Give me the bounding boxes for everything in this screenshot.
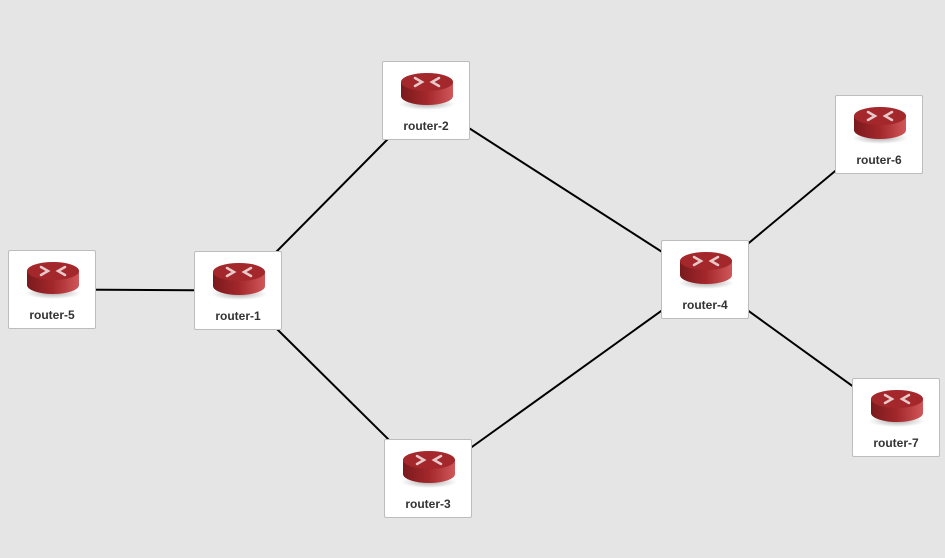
node-router-4[interactable]: router-4 xyxy=(661,240,749,319)
node-label: router-1 xyxy=(215,309,261,323)
node-router-2[interactable]: router-2 xyxy=(382,61,470,140)
node-label: router-7 xyxy=(873,436,919,450)
node-label: router-6 xyxy=(856,153,902,167)
node-router-1[interactable]: router-1 xyxy=(194,251,282,330)
node-router-5[interactable]: router-5 xyxy=(8,250,96,329)
node-router-7[interactable]: router-7 xyxy=(852,378,940,457)
node-label: router-5 xyxy=(29,308,75,322)
link-router-3-router-4 xyxy=(427,278,706,480)
node-label: router-2 xyxy=(403,119,449,133)
node-router-3[interactable]: router-3 xyxy=(384,439,472,518)
node-label: router-3 xyxy=(405,497,451,511)
node-label: router-4 xyxy=(682,298,728,312)
node-router-6[interactable]: router-6 xyxy=(835,95,923,174)
link-router-2-router-4 xyxy=(425,99,706,281)
